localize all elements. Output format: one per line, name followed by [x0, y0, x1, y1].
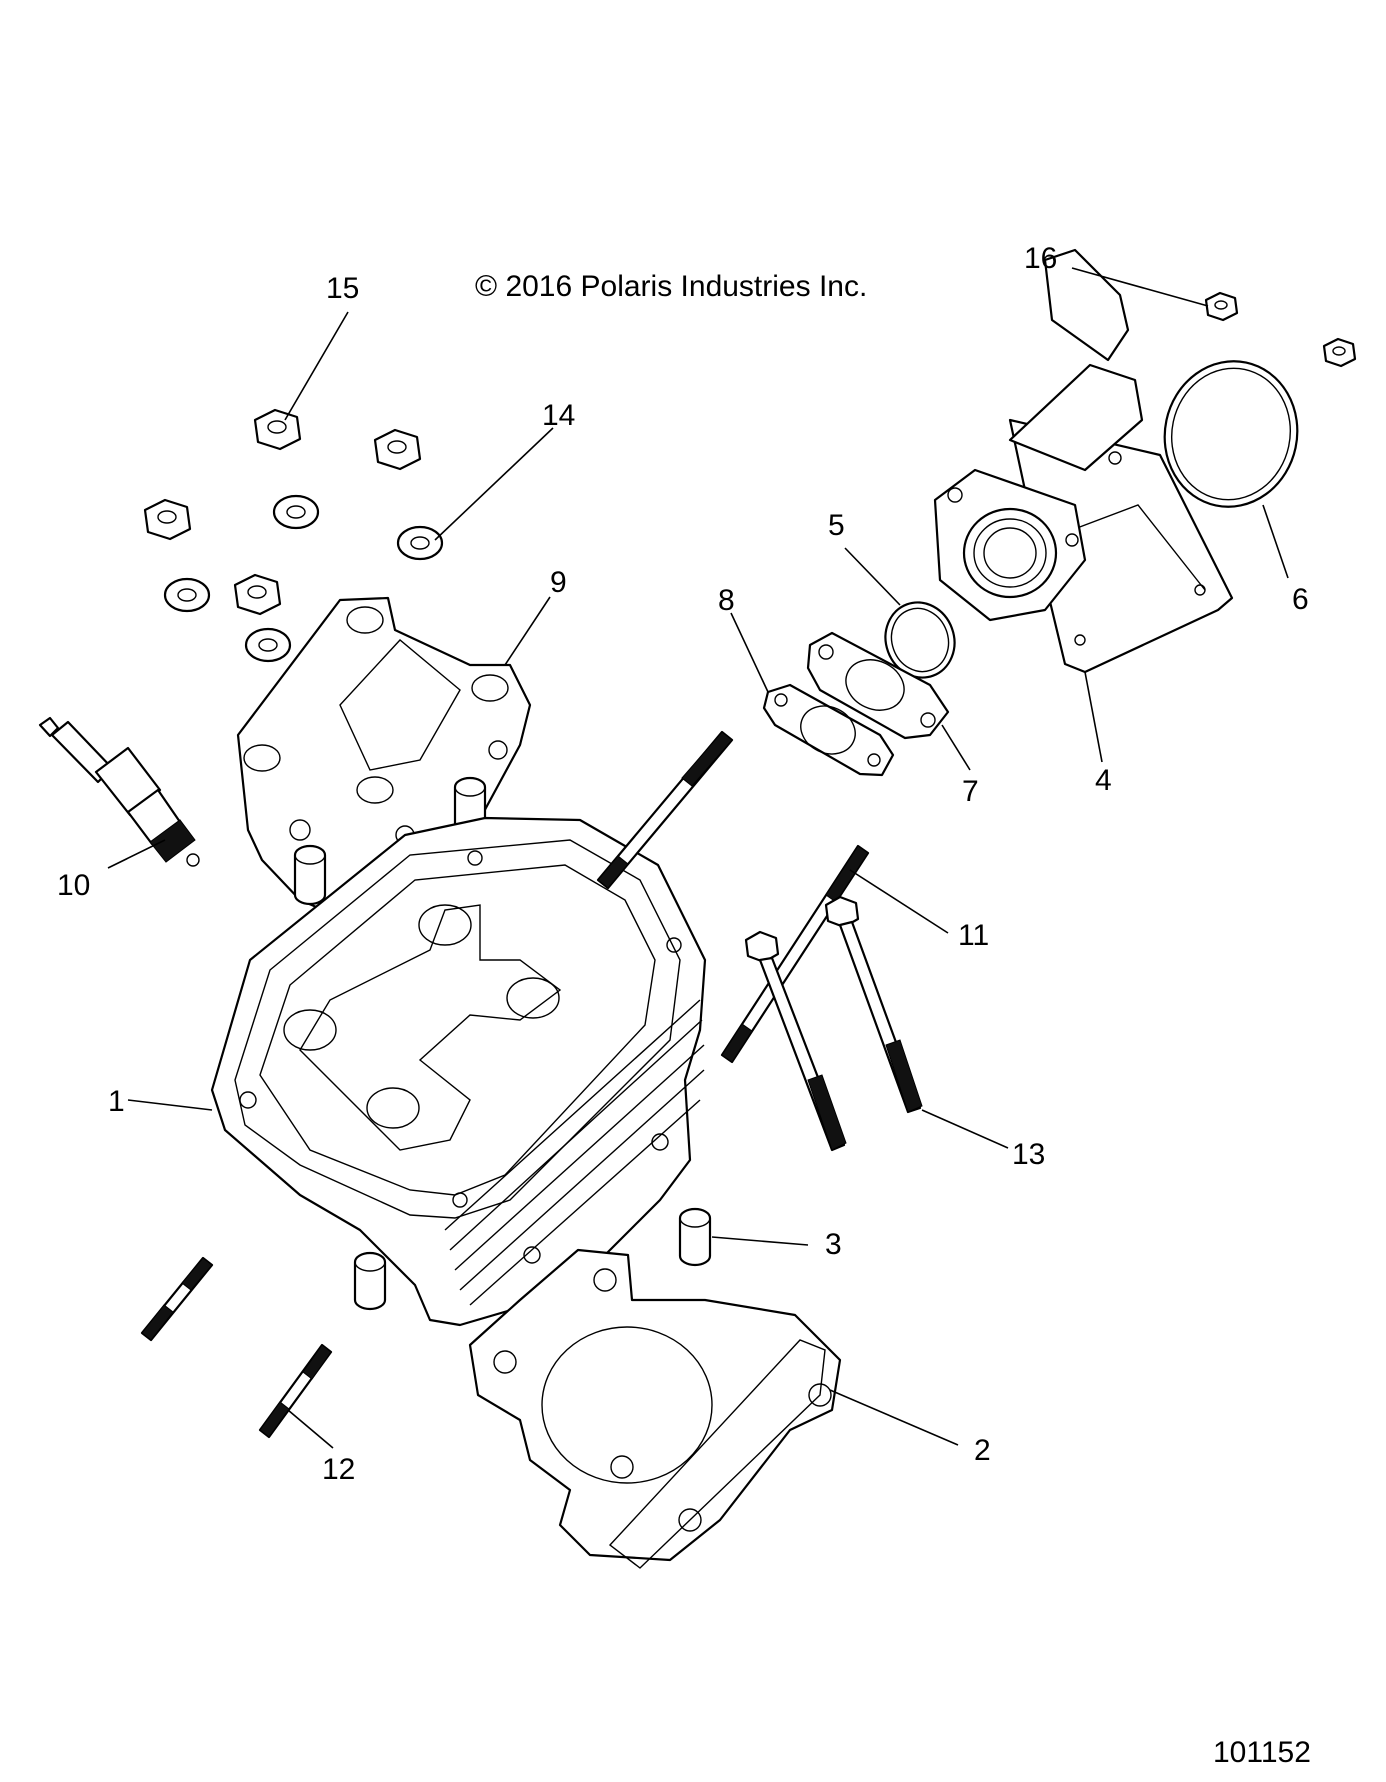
callout-15: 15: [326, 272, 359, 305]
part-7-spacer: [806, 631, 950, 740]
part-16-nuts: [1204, 291, 1357, 368]
callout-10: 10: [57, 869, 90, 902]
part-14-washers: [163, 494, 444, 663]
callout-2: 2: [974, 1434, 991, 1467]
part-2-head-gasket: [468, 1248, 842, 1569]
part-8-gasket: [762, 683, 895, 777]
callout-3: 3: [825, 1228, 842, 1261]
callout-12: 12: [322, 1453, 355, 1486]
callout-9: 9: [550, 566, 567, 599]
callout-4: 4: [1095, 764, 1112, 797]
callout-8: 8: [718, 584, 735, 617]
callout-6: 6: [1292, 583, 1309, 616]
leader-lines: [107, 267, 1289, 1449]
part-15-nuts: [143, 408, 422, 616]
callout-labels: 1 2 3 4 5 6 7 8 9 10 11 12 13 14 15 16: [57, 242, 1309, 1486]
part-12-short-studs: [140, 1256, 333, 1439]
part-13-head-bolts: [744, 895, 923, 1152]
callout-11: 11: [958, 919, 989, 952]
callout-13: 13: [1012, 1138, 1045, 1171]
part-4-intake-manifold: [933, 248, 1234, 674]
part-6-o-ring: [1163, 360, 1299, 508]
document-number: 101152: [1213, 1736, 1311, 1769]
callout-14: 14: [542, 399, 575, 432]
copyright-text: © 2016 Polaris Industries Inc.: [475, 270, 867, 303]
part-5-small-o-ring: [884, 601, 956, 679]
callout-1: 1: [108, 1085, 125, 1118]
callout-16: 16: [1024, 242, 1057, 275]
callout-5: 5: [828, 509, 845, 542]
part-1-cylinder-head: [210, 816, 707, 1327]
part-11-studs: [596, 730, 870, 1064]
part-10-spark-plug: [38, 716, 200, 867]
callout-7: 7: [962, 775, 979, 808]
